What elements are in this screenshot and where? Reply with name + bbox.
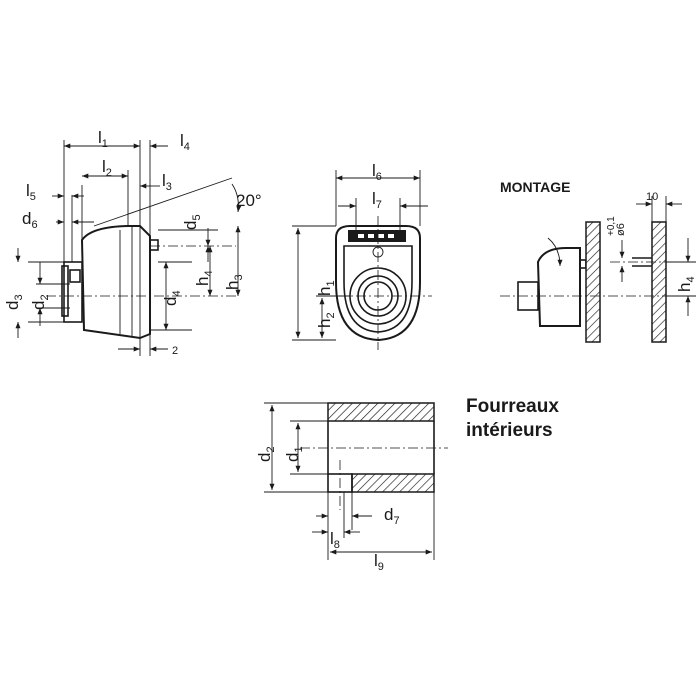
- label-h1: h1: [315, 280, 337, 296]
- label-d4: d4: [161, 290, 183, 306]
- label-h4-mount: h4: [675, 276, 697, 292]
- label-l3: l3: [162, 171, 172, 193]
- label-h3: h3: [223, 274, 245, 290]
- label-l8: l8: [330, 529, 340, 551]
- sleeve-title-line2: intérieurs: [466, 420, 553, 441]
- label-d2-sleeve: d2: [255, 446, 277, 462]
- side-view: [15, 140, 242, 356]
- label-h2: h2: [315, 312, 337, 328]
- label-l6: l6: [372, 161, 382, 183]
- label-d2: d2: [29, 294, 51, 310]
- label-l1: l1: [98, 128, 108, 150]
- montage-tolerance: +0,1: [606, 216, 617, 236]
- sleeve-view: [264, 402, 448, 560]
- label-d1-sleeve: d1: [283, 446, 305, 462]
- montage-dim-10: 10: [646, 191, 658, 203]
- sleeve-title-line1: Fourreaux: [466, 396, 559, 417]
- label-l7: l7: [372, 189, 382, 211]
- montage-hole: ø6: [615, 223, 627, 236]
- label-l2: l2: [102, 157, 112, 179]
- label-gap: 2: [172, 345, 178, 357]
- label-l5: l5: [26, 181, 36, 203]
- montage-title: MONTAGE: [500, 179, 571, 195]
- label-d6: d6: [22, 209, 38, 231]
- montage-view: [500, 196, 696, 343]
- dimension-labels: l1 l4 l2 l3 l5 d6 d5 20° h4 h3 d4 d3 d2 …: [3, 128, 697, 573]
- label-l4: l4: [180, 131, 190, 153]
- label-h4: h4: [193, 270, 215, 286]
- front-view: [292, 170, 432, 350]
- label-angle: 20°: [236, 191, 262, 210]
- label-l9: l9: [374, 551, 384, 573]
- label-d3: d3: [3, 294, 25, 310]
- label-d7: d7: [384, 505, 400, 527]
- label-d5: d5: [181, 214, 203, 230]
